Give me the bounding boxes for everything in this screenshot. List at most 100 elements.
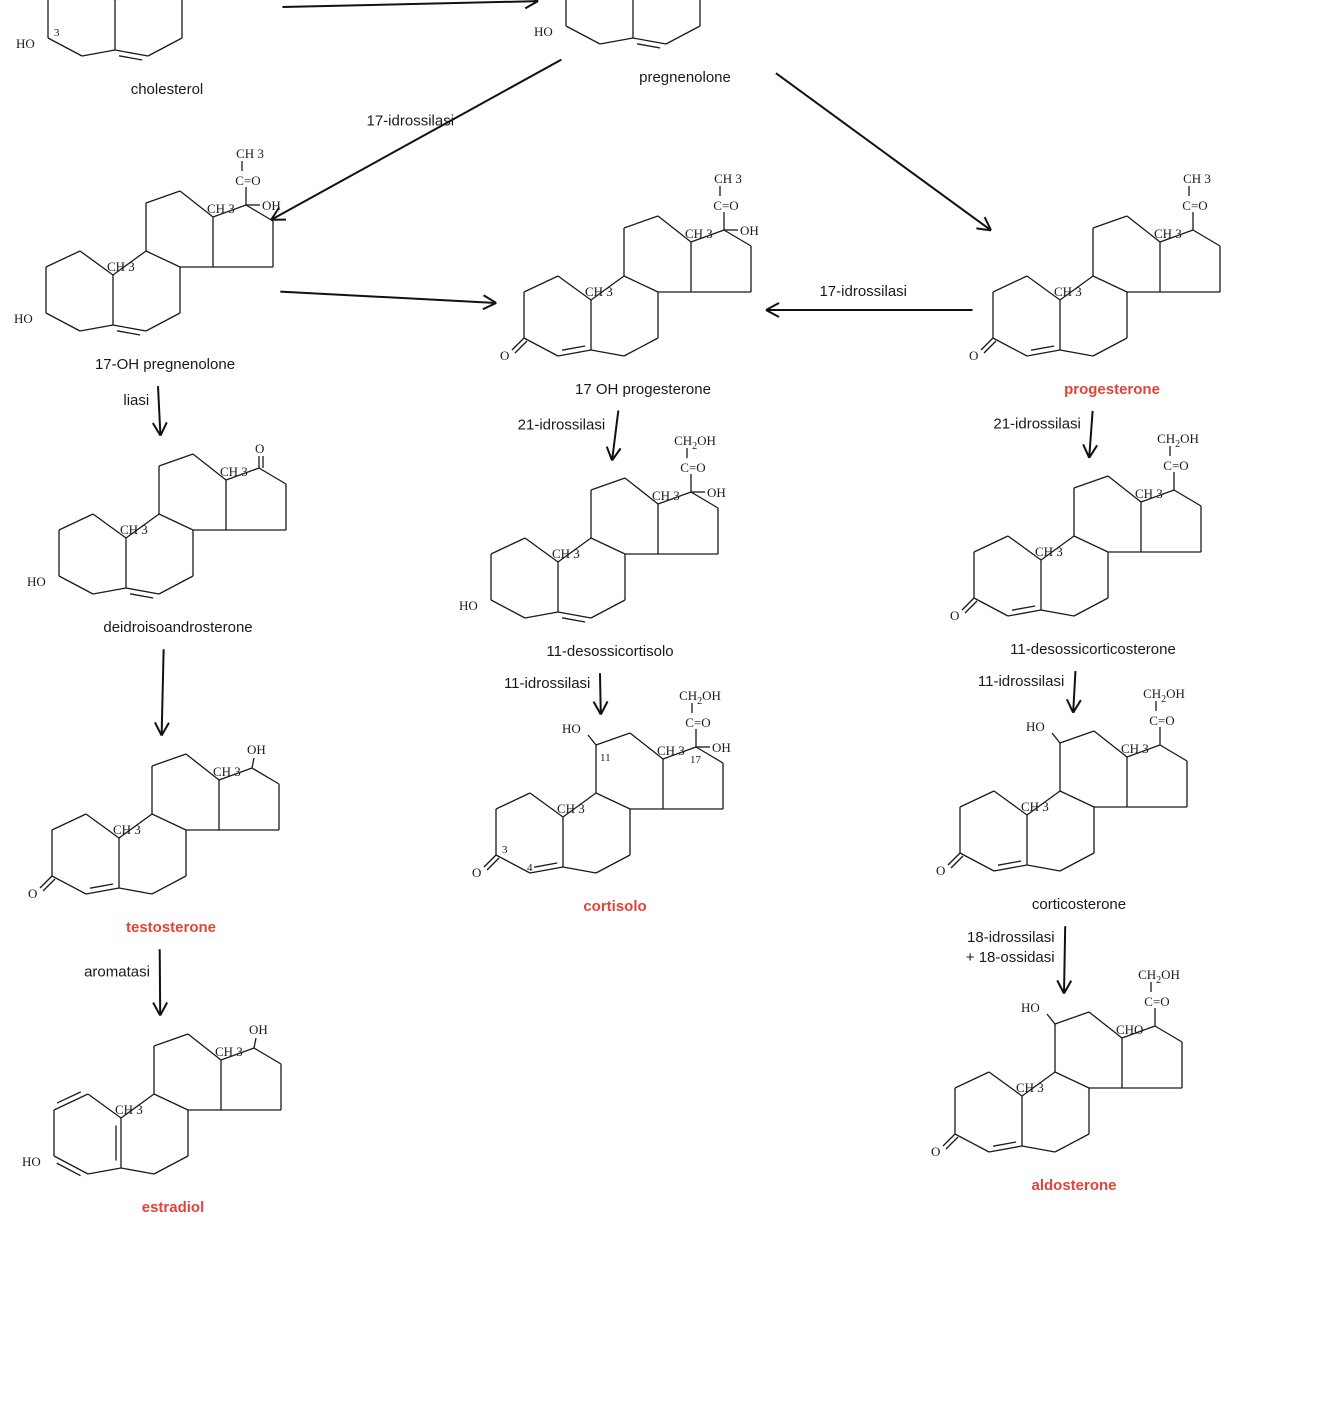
c21-label: CH2OH [679, 688, 721, 707]
compound-name-dhea: deidroisoandrosterone [103, 619, 252, 636]
compound-name-pregnenolone: pregnenolone [639, 69, 731, 86]
reaction-arrow-desoxycortisol-to-cortisol: 11-idrossilasi [504, 673, 609, 716]
c10-methyl-label: CH 3 [557, 801, 585, 816]
reaction-arrow-progesterone-to-ohprog: 17-idrossilasi [765, 283, 973, 318]
c10-methyl-label: CH 3 [115, 1102, 143, 1117]
c21-label: CH2OH [1157, 431, 1199, 450]
c3-oxo-label: O [950, 608, 959, 623]
c21-label: CH2OH [1138, 967, 1180, 986]
reaction-arrow-ohpreg-to-ohprog [280, 290, 497, 311]
c3-oxo-label: O [500, 348, 509, 363]
compound-name-doc: 11-desossicorticosterone [1010, 641, 1176, 658]
enzyme-label: liasi [123, 392, 149, 409]
enzyme-label: 11-idrossilasi [978, 673, 1064, 690]
enzyme-label: 21-idrossilasi [993, 415, 1081, 432]
reaction-arrow-cholesterol-to-pregnenolone [282, 0, 539, 10]
c17-oxo-label: O [255, 441, 264, 456]
c10-methyl-label: CH 3 [1021, 799, 1049, 814]
reaction-arrow-corticosterone-to-aldosterone: 18-idrossilasi + 18-ossidasi [966, 926, 1073, 995]
reaction-arrow-pregnenolone-to-ohpreg: 17-idrossilasi [270, 58, 562, 221]
locant-17: 17 [690, 754, 702, 766]
compound-name-testosterone: testosterone [126, 919, 216, 936]
c20-carbonyl-label: C=O [235, 173, 260, 188]
c13-methyl-label: CH 3 [213, 764, 241, 779]
compound-name-desoxycortisol: 11-desossicortisolo [546, 643, 673, 660]
enzyme-label-line: 18-idrossilasi [967, 929, 1055, 946]
c17-hydroxyl-label: OH [740, 223, 759, 238]
c20-carbonyl-label: C=O [713, 198, 738, 213]
c3-hydroxyl-label: HO [459, 598, 478, 613]
molecule-testosterone: O CH 3 CH 3 OH testosterone [28, 742, 280, 936]
c13-methyl-label: CH 3 [220, 464, 248, 479]
reaction-arrow-progesterone-to-doc: 21-idrossilasi [993, 410, 1098, 459]
c10-methyl-label: CH 3 [107, 259, 135, 274]
compound-name-cortisol: cortisolo [583, 898, 646, 915]
c13-methyl-label: CH 3 [657, 743, 685, 758]
c13-methyl-label: CH 3 [215, 1044, 243, 1059]
locant-3: 3 [54, 27, 60, 39]
c3-oxo-label: O [472, 865, 481, 880]
c21-label: CH2OH [674, 433, 716, 452]
c13-methyl-label: CH 3 [1154, 226, 1182, 241]
c11-hydroxyl-label: HO [1026, 719, 1045, 734]
c10-methyl-label: CH 3 [120, 522, 148, 537]
c13-methyl-label: CH 3 [1135, 486, 1163, 501]
c13-methyl-label: CHO [1116, 1022, 1143, 1037]
c13-methyl-label: CH 3 [1121, 741, 1149, 756]
c10-methyl-label: CH 3 [1035, 544, 1063, 559]
c20-carbonyl-label: C=O [685, 715, 710, 730]
enzyme-label-line: + 18-ossidasi [966, 949, 1055, 966]
compound-name-ohpreg: 17-OH pregnenolone [95, 356, 235, 373]
c20-carbonyl-label: C=O [1163, 458, 1188, 473]
reaction-arrow-ohprog-to-desoxycortisol: 21-idrossilasi [518, 410, 622, 461]
c21-label: CH 3 [236, 146, 264, 161]
c21-label: CH 3 [714, 171, 742, 186]
enzyme-label: 17-idrossilasi [819, 283, 907, 300]
c10-methyl-label: CH 3 [113, 822, 141, 837]
c3-oxo-label: O [28, 886, 37, 901]
c11-hydroxyl-label: HO [562, 721, 581, 736]
reaction-arrow-ohpreg-to-dhea: liasi [123, 386, 168, 437]
c3-hydroxyl-label: HO [22, 1154, 41, 1169]
c10-methyl-label: CH 3 [585, 284, 613, 299]
c3-hydroxyl-label: HO [27, 574, 46, 589]
compound-name-progesterone: progesterone [1064, 381, 1160, 398]
c10-methyl-label: CH 3 [1054, 284, 1082, 299]
locant-11: 11 [600, 752, 611, 764]
locant-4: 4 [527, 862, 533, 874]
c21-label: CH 3 [1183, 171, 1211, 186]
c17-hydroxyl-label: OH [707, 485, 726, 500]
c20-carbonyl-label: C=O [680, 460, 705, 475]
compound-name-ohprog: 17 OH progesterone [575, 381, 711, 398]
locant-3: 3 [502, 844, 508, 856]
reaction-arrow-testosterone-to-estradiol: aromatasi [84, 949, 168, 1016]
c21-label: CH2OH [1143, 686, 1185, 705]
compound-name-corticosterone: corticosterone [1032, 896, 1126, 913]
c3-hydroxyl-label: HO [14, 311, 33, 326]
c3-hydroxyl-label: HO [16, 36, 35, 51]
enzyme-label: aromatasi [84, 963, 150, 980]
enzyme-label: 21-idrossilasi [518, 416, 606, 433]
c3-oxo-label: O [969, 348, 978, 363]
molecule-doc: OCH 3CH 3C=OCH2OH11-desossicorticosteron… [950, 431, 1202, 658]
c10-methyl-label: CH 3 [552, 546, 580, 561]
c20-carbonyl-label: C=O [1144, 994, 1169, 1009]
c13-methyl-label: CH 3 [652, 488, 680, 503]
enzyme-label: 11-idrossilasi [504, 675, 590, 692]
c3-oxo-label: O [931, 1144, 940, 1159]
c17-hydroxyl-label: OH [712, 740, 731, 755]
c17-hydroxyl-label: OH [247, 742, 266, 757]
compound-name-aldosterone: aldosterone [1031, 1177, 1116, 1194]
c17-hydroxyl-label: OH [249, 1022, 268, 1037]
